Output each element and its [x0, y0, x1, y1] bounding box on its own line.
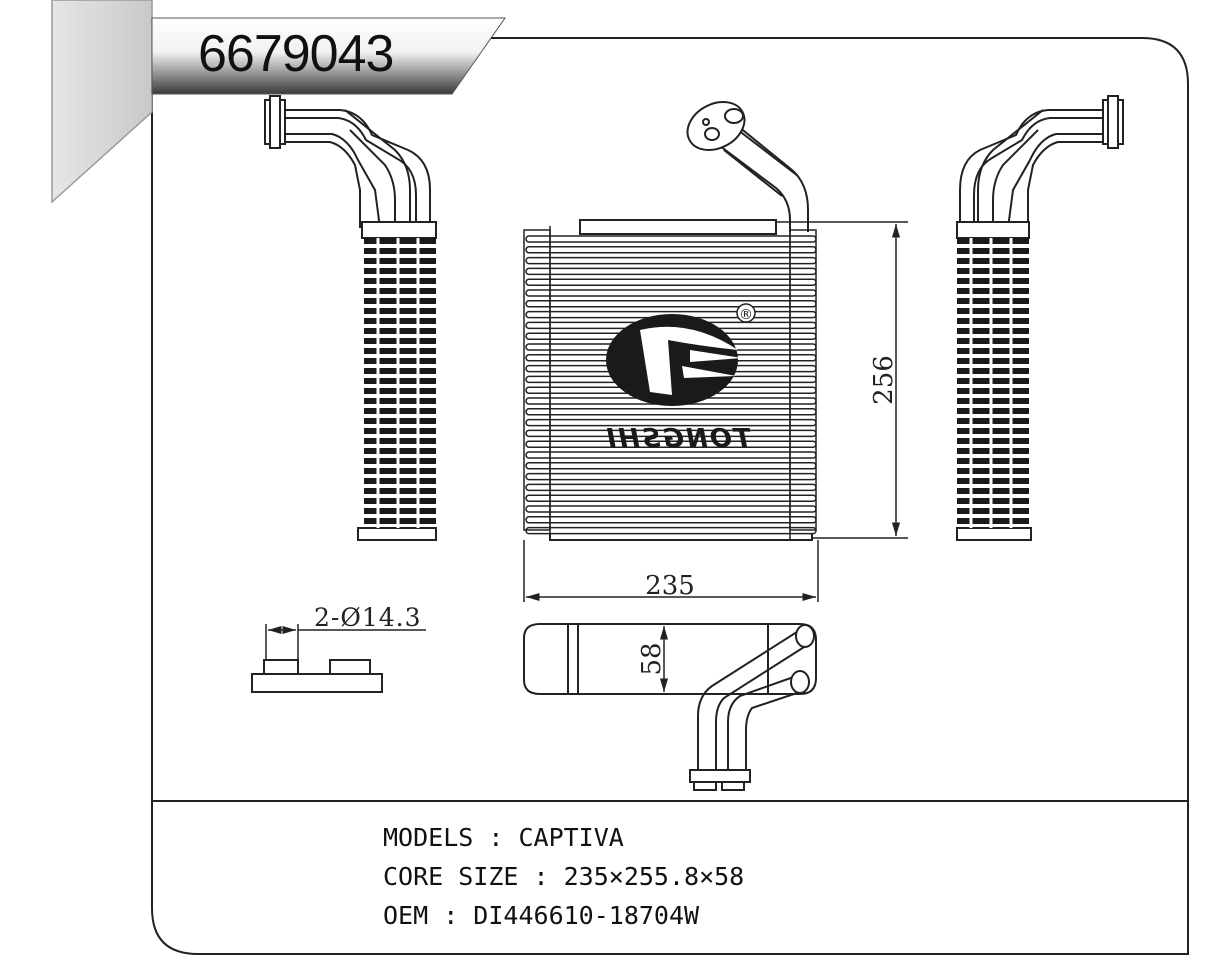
core-tube — [525, 462, 817, 470]
right-fin — [957, 308, 1029, 314]
right-fin — [957, 468, 1029, 474]
right-fin — [957, 348, 1029, 354]
left-fin — [364, 308, 436, 314]
port-detail — [251, 624, 426, 693]
right-fin — [957, 518, 1029, 524]
left-fin — [364, 258, 436, 264]
left-fin — [364, 348, 436, 354]
right-fin — [957, 438, 1029, 444]
core-tube — [525, 300, 817, 308]
width-dimension — [523, 540, 819, 602]
left-fin — [364, 398, 436, 404]
left-fin — [364, 278, 436, 284]
left-fin — [364, 338, 436, 344]
left-fin — [364, 328, 436, 334]
right-fin — [957, 408, 1029, 414]
right-fin — [957, 358, 1029, 364]
left-fin — [364, 438, 436, 444]
right-fin — [957, 338, 1029, 344]
core-tube — [525, 278, 817, 286]
core-tube — [525, 516, 817, 524]
core-tube — [525, 256, 817, 265]
right-fin — [957, 448, 1029, 454]
left-fin — [364, 408, 436, 414]
left-fin — [364, 238, 436, 244]
left-fin — [364, 448, 436, 454]
core-tube — [525, 526, 817, 535]
left-fin — [364, 268, 436, 274]
right-fin — [957, 298, 1029, 304]
spec-oem: OEM : DI446610-18704W — [383, 901, 700, 930]
core-tube — [525, 494, 817, 502]
left-fin — [364, 288, 436, 294]
depth-label: 58 — [637, 642, 667, 675]
part-number: 6679043 — [198, 25, 394, 83]
registered-mark-circle — [736, 303, 756, 323]
top-view — [523, 623, 817, 791]
left-fin — [364, 458, 436, 464]
right-fin — [957, 328, 1029, 334]
right-fin — [957, 498, 1029, 504]
right-fin — [957, 458, 1029, 464]
right-fin — [957, 238, 1029, 244]
left-fin — [364, 358, 436, 364]
registered-mark: ® — [739, 307, 753, 323]
left-fin — [364, 298, 436, 304]
height-dimension — [776, 221, 908, 539]
left-fin — [364, 318, 436, 324]
left-fin — [364, 418, 436, 424]
brand-logo: ® TONGSHI — [604, 303, 756, 454]
core-tube — [525, 267, 817, 276]
brand-logo-text: TONGSHI — [604, 424, 751, 454]
left-fin — [364, 378, 436, 384]
right-fin — [957, 288, 1029, 294]
right-fin — [957, 258, 1029, 264]
core-tube — [525, 289, 817, 297]
frame — [151, 37, 1189, 955]
width-label: 235 — [645, 571, 695, 601]
left-fin — [364, 508, 436, 514]
left-fin — [364, 478, 436, 484]
height-label: 256 — [869, 355, 899, 405]
title-banner — [151, 17, 506, 95]
core-tube — [525, 246, 817, 254]
right-fin — [957, 278, 1029, 284]
core-tube — [525, 505, 817, 513]
right-fin — [957, 428, 1029, 434]
core-tube — [525, 408, 817, 416]
port-label: 2-Ø14.3 — [314, 603, 422, 632]
right-fin — [957, 488, 1029, 494]
right-fin — [957, 268, 1029, 274]
left-fin — [364, 518, 436, 524]
core-tube — [525, 235, 817, 243]
left-fin — [364, 248, 436, 254]
right-fin — [957, 378, 1029, 384]
core-tube — [525, 472, 817, 481]
left-side-view — [264, 95, 437, 541]
left-fin — [364, 428, 436, 434]
left-fin — [364, 468, 436, 474]
right-fin — [957, 478, 1029, 484]
right-fin — [957, 318, 1029, 324]
left-fin — [364, 488, 436, 494]
right-fin — [957, 398, 1029, 404]
right-fin — [957, 248, 1029, 254]
spec-core-size: CORE SIZE : 235×255.8×58 — [383, 862, 745, 891]
corner-tab — [51, 0, 153, 204]
right-side-view — [956, 95, 1124, 541]
spec-models: MODELS : CAPTIVA — [383, 823, 624, 852]
right-fin — [957, 388, 1029, 394]
left-fin — [364, 368, 436, 374]
right-fin — [957, 508, 1029, 514]
left-fin — [364, 388, 436, 394]
right-fin — [957, 368, 1029, 374]
left-fin — [364, 498, 436, 504]
right-fin — [957, 418, 1029, 424]
core-tube — [525, 483, 817, 492]
